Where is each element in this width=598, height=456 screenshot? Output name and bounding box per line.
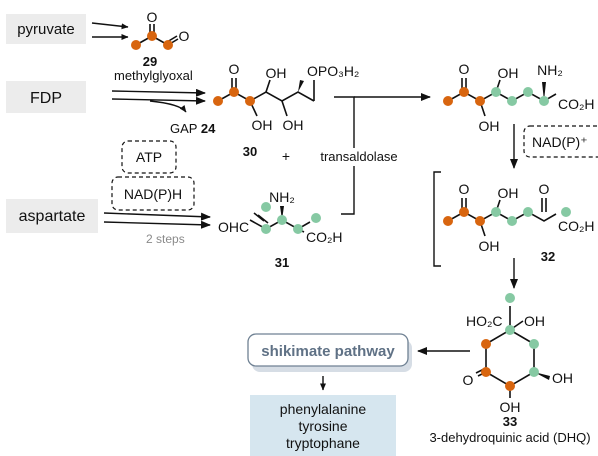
- products-box: phenylalanine tyrosine tryptophane: [250, 395, 396, 456]
- c31-ohc: OHC: [218, 219, 249, 235]
- c30-phosphate: OPO₃H₂: [307, 63, 359, 79]
- fdp-label: FDP: [30, 90, 62, 107]
- product-tyrosine: tyrosine: [298, 418, 347, 434]
- nadph-label: NAD(P)H: [124, 186, 182, 202]
- c30-number: 30: [243, 144, 257, 159]
- nadp-box: NAD(P)⁺: [523, 125, 598, 158]
- fdp-box: FDP: [6, 81, 86, 113]
- c33-ho2c: HO₂C: [466, 313, 503, 329]
- c32-co2h: CO₂H: [558, 218, 595, 234]
- c33-keto-o: O: [463, 372, 474, 388]
- c30-oh-1: OH: [266, 65, 287, 81]
- c33-number: 33: [503, 414, 517, 429]
- two-steps-label: 2 steps: [146, 232, 185, 246]
- c31-co2h: CO₂H: [306, 229, 343, 245]
- shikimate-pathway-box: shikimate pathway: [247, 333, 412, 372]
- nadph-box: NAD(P)H: [111, 176, 195, 211]
- c32-oh-top: OH: [498, 185, 519, 201]
- c33-name: 3-dehydroquinic acid (DHQ): [429, 430, 590, 445]
- c30-o: O: [229, 61, 240, 77]
- compound-29: O O 29: [131, 9, 190, 69]
- int1-oh-bottom: OH: [479, 118, 500, 134]
- c31-nh2: NH₂: [269, 189, 295, 205]
- c32-number: 32: [541, 249, 555, 264]
- product-tryptophane: tryptophane: [286, 435, 360, 451]
- c29-ald-o: O: [179, 28, 190, 44]
- shikimate-pathway-label: shikimate pathway: [261, 343, 395, 360]
- compound-31: OHC NH₂ CO₂H 31: [218, 189, 343, 270]
- c32-o-1: O: [459, 181, 470, 197]
- pyruvate-arrows: [91, 22, 129, 40]
- c32-bracket: [433, 171, 441, 267]
- c32-oh-bottom: OH: [479, 238, 500, 254]
- aspartate-arrows: [103, 212, 211, 229]
- atp-label: ATP: [136, 149, 162, 165]
- c30-oh-3: OH: [283, 117, 304, 133]
- int1-co2h: CO₂H: [558, 96, 595, 112]
- c33-oh-right: OH: [552, 370, 573, 386]
- plus-sign: +: [282, 148, 290, 164]
- c31-number: 31: [275, 255, 289, 270]
- methylglyoxal-label: methylglyoxal: [114, 68, 193, 83]
- c32-o-2: O: [539, 181, 550, 197]
- fdp-arrows: [111, 88, 206, 113]
- nadp-label: NAD(P)⁺: [532, 134, 588, 150]
- c33-oh-top: OH: [524, 313, 545, 329]
- pyruvate-label: pyruvate: [17, 21, 75, 38]
- pyruvate-box: pyruvate: [6, 14, 86, 44]
- c29-keto-o: O: [147, 9, 158, 25]
- compound-33: HO₂C OH O OH OH 33 3-dehydroquinic acid …: [429, 293, 591, 445]
- transaldolase-label: transaldolase: [320, 149, 397, 164]
- int1-nh2: NH₂: [537, 62, 563, 78]
- c29-number: 29: [143, 54, 157, 69]
- aspartate-box: aspartate: [6, 199, 98, 233]
- c33-oh-bottom: OH: [500, 399, 521, 415]
- atp-box: ATP: [121, 140, 177, 174]
- int1-oh-top: OH: [498, 65, 519, 81]
- c30-oh-2: OH: [252, 117, 273, 133]
- intermediate-aminated: O OH OH NH₂ CO₂H: [443, 61, 595, 134]
- int1-o: O: [459, 61, 470, 77]
- compound-30: O OH OH OH OPO₃H₂ 30 +: [213, 61, 359, 164]
- aspartate-label: aspartate: [19, 208, 86, 225]
- gap-label: GAP 24: [170, 121, 216, 136]
- compound-32: O OH O OH CO₂H 32: [433, 171, 595, 267]
- product-phenylalanine: phenylalanine: [280, 401, 367, 417]
